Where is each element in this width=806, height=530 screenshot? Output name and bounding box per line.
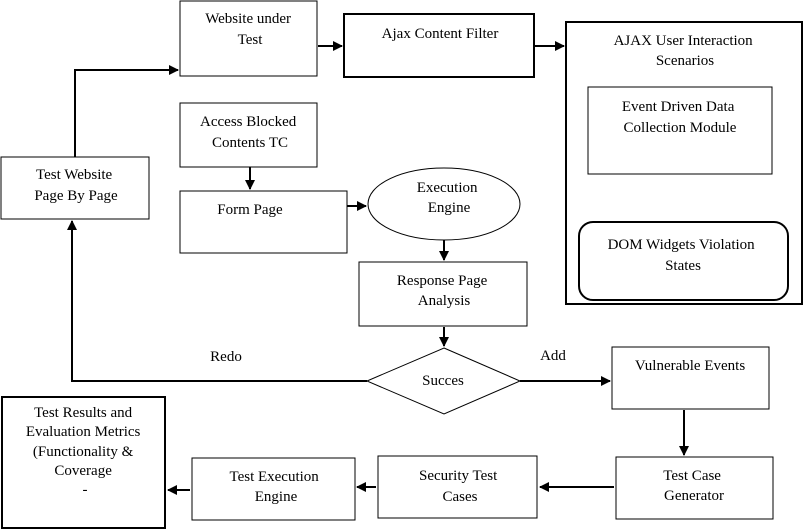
node-label-line: Response Page: [397, 273, 488, 289]
svg-text:DOM Widgets Violation: DOM Widgets Violation States: [608, 237, 759, 274]
node-test-results-evaluation: Test Results and Evaluation Metrics (Fun…: [1, 396, 166, 529]
node-label-line: (Functionality &: [33, 444, 134, 460]
node-label-line: Form Page: [217, 202, 283, 218]
node-event-driven-data-collection: Event Driven Data Collection Module: [587, 86, 773, 175]
svg-text:Test Case Generator: Test Case Generator: [663, 468, 724, 504]
node-label-line: -: [83, 482, 88, 498]
node-dom-widgets-violation-states: DOM Widgets Violation States: [578, 221, 789, 301]
edges: [67, 41, 689, 495]
node-label-line: Ajax Content Filter: [382, 26, 499, 42]
node-response-page-analysis: Response Page Analysis: [358, 261, 528, 327]
node-label-line: Cases: [443, 489, 478, 505]
node-form-page: Form Page: [179, 190, 348, 254]
node-ajax-content-filter: Ajax Content Filter: [343, 13, 535, 78]
node-label-line: Engine: [255, 489, 298, 505]
node-label-line: Collection Module: [624, 120, 737, 136]
edge-label-add: Add: [540, 348, 566, 364]
node-label-line: Website under: [205, 11, 291, 27]
edge-test-website-to-website-under-test: [74, 65, 179, 157]
node-execution-engine: Execution Engine: [367, 167, 521, 241]
node-label-line: Analysis: [418, 293, 471, 309]
node-label-line: Scenarios: [656, 53, 714, 69]
node-test-execution-engine: Test Execution Engine: [191, 457, 356, 521]
svg-text:Test Website Page By P: Test Website Page By Page: [34, 167, 118, 204]
svg-text:Vulnerable Events: Vulnerable Events: [635, 358, 745, 374]
node-label-line: Execution: [417, 180, 478, 196]
edge-labels: Redo Add: [210, 348, 566, 365]
node-label-line: Evaluation Metrics: [26, 424, 141, 440]
svg-text:Execution Engine: Execution Engine: [417, 180, 482, 216]
svg-text:Test Execution Engine: Test Execution Engine: [229, 469, 322, 505]
node-label-line: Test Website: [36, 167, 113, 183]
node-label-line: Access Blocked: [200, 114, 297, 130]
svg-text:AJAX User Interaction: AJAX User Interaction Scenarios: [614, 33, 757, 69]
svg-text:Access Blocked Content: Access Blocked Contents TC: [200, 114, 300, 151]
node-label-line: Test Case: [663, 468, 721, 484]
node-label-line: Contents TC: [212, 135, 288, 151]
edge-label-redo: Redo: [210, 349, 242, 365]
node-test-case-generator: Test Case Generator: [615, 456, 774, 520]
node-label-line: DOM Widgets Violation: [608, 237, 756, 253]
node-label-line: Security Test: [419, 468, 498, 484]
edge-succes-redo-to-test-website: [67, 220, 367, 382]
node-test-website-page-by-page: Test Website Page By Page: [0, 156, 150, 220]
svg-text:Succes: Succes: [422, 373, 464, 389]
svg-text:Website under Test: Website under Test: [205, 11, 295, 48]
node-vulnerable-events: Vulnerable Events: [611, 346, 770, 410]
node-website-under-test: Website under Test: [179, 0, 318, 77]
node-label-line: States: [665, 258, 701, 274]
node-label-line: Engine: [428, 200, 471, 216]
svg-text:Form Page: Form Page: [217, 202, 283, 218]
node-label-line: Page By Page: [34, 188, 118, 204]
node-label-line: Event Driven Data: [622, 99, 735, 115]
node-label-line: Test Results and: [34, 405, 133, 421]
node-succes-decision: Succes: [365, 347, 522, 415]
node-label-line: Test: [238, 32, 264, 48]
svg-text:Response Page Analysis: Response Page Analysis: [397, 273, 491, 309]
node-label-line: Succes: [422, 373, 464, 389]
node-security-test-cases: Security Test Cases: [377, 455, 538, 519]
node-label-line: Test Execution: [229, 469, 319, 485]
node-label-line: AJAX User Interaction: [614, 33, 754, 49]
node-label-line: Generator: [664, 488, 724, 504]
svg-text:Test Results and Evalu: Test Results and Evaluation Metrics (Fun…: [26, 405, 144, 498]
node-label-line: Coverage: [54, 463, 112, 479]
node-access-blocked-contents: Access Blocked Contents TC: [179, 102, 318, 168]
node-label-line: Vulnerable Events: [635, 358, 745, 374]
svg-text:Ajax Content Filter: Ajax Content Filter: [382, 26, 499, 42]
svg-text:Security Test Cases: Security Test Cases: [419, 468, 501, 505]
svg-text:Event Driven Data Coll: Event Driven Data Collection Module: [622, 99, 738, 136]
